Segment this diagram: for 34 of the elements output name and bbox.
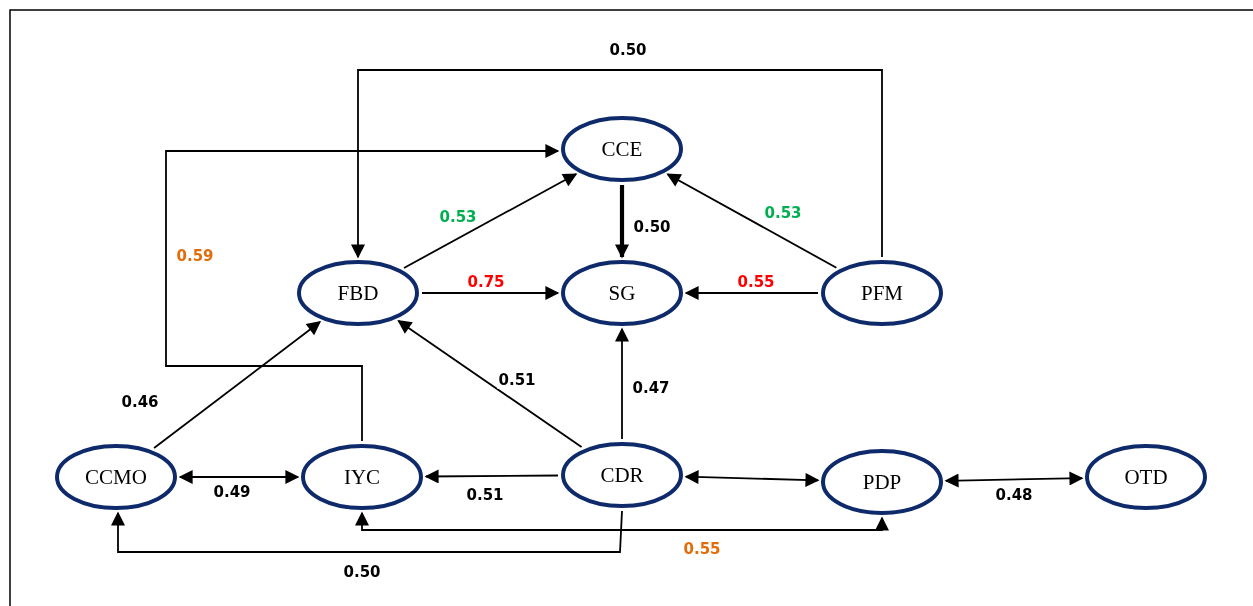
ellipse-node	[301, 444, 423, 510]
ellipse-node	[821, 260, 943, 326]
ellipse-node	[297, 260, 419, 326]
arrow	[397, 320, 583, 448]
node-label: FBD	[337, 280, 379, 306]
arrow	[666, 173, 838, 269]
arrow	[684, 286, 819, 300]
arrow	[165, 144, 560, 442]
node-label: PDP	[862, 469, 902, 495]
ellipse-node	[821, 449, 943, 515]
arrow	[351, 69, 883, 259]
ellipse-node	[561, 116, 683, 182]
arrow	[111, 510, 623, 553]
ellipse-node	[561, 260, 683, 326]
arrow	[615, 327, 629, 440]
ellipse-node	[55, 444, 177, 510]
arrow	[355, 511, 889, 531]
node-label: CDR	[600, 462, 644, 488]
node-label: SG	[608, 280, 636, 306]
arrow	[403, 173, 578, 269]
edge-label: 0.51	[497, 371, 537, 389]
arrow	[615, 185, 629, 259]
ellipse-node	[561, 442, 683, 508]
node-label: CCMO	[85, 464, 147, 490]
node-label: IYC	[343, 464, 381, 490]
arrow	[178, 470, 300, 484]
arrow	[421, 286, 560, 300]
arrow	[424, 469, 559, 484]
node-label: OTD	[1124, 464, 1168, 490]
node-label: PFM	[861, 280, 903, 306]
arrow	[684, 470, 820, 487]
node-label: CCE	[601, 136, 643, 162]
ellipse-node	[1085, 444, 1207, 510]
arrow	[153, 321, 322, 449]
